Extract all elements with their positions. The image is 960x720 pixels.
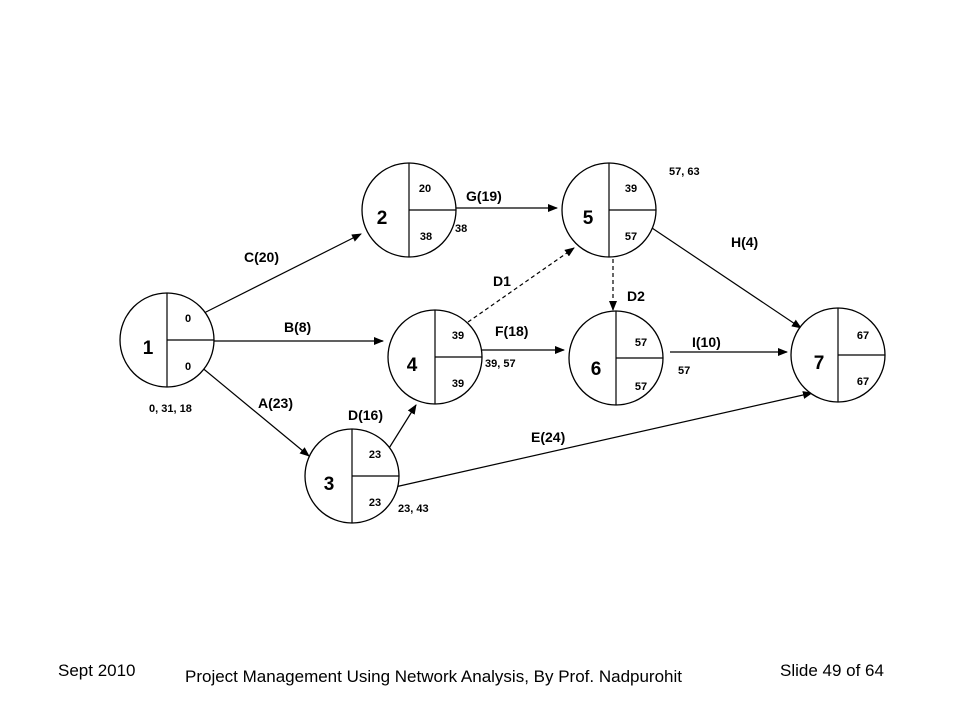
activity-label-b: B(8) bbox=[284, 319, 311, 335]
annotation-node-5-out: 57, 63 bbox=[669, 166, 700, 178]
activity-label-a: A(23) bbox=[258, 395, 293, 411]
node-4: 4 39 39 bbox=[387, 309, 483, 405]
annotation-node-4-out: 39, 57 bbox=[485, 358, 516, 370]
node-1: 1 0 0 bbox=[119, 292, 215, 388]
node-6-number: 6 bbox=[591, 359, 602, 380]
node-1-number: 1 bbox=[143, 338, 154, 359]
node-7-early: 67 bbox=[857, 330, 869, 342]
activity-label-f: F(18) bbox=[495, 323, 528, 339]
node-3-number: 3 bbox=[324, 474, 335, 495]
footer-title: Project Management Using Network Analysi… bbox=[185, 667, 683, 686]
node-5: 5 39 57 bbox=[561, 162, 657, 258]
node-2-early: 20 bbox=[419, 183, 431, 195]
annotation-node-1-floats: 0, 31, 18 bbox=[149, 403, 192, 415]
dummy-label-d1: D1 bbox=[493, 273, 511, 289]
node-6: 6 57 57 bbox=[568, 310, 664, 406]
activity-label-d: D(16) bbox=[348, 407, 383, 423]
node-3-early: 23 bbox=[369, 449, 381, 461]
node-6-late: 57 bbox=[635, 381, 647, 393]
node-6-early: 57 bbox=[635, 337, 647, 349]
node-7-late: 67 bbox=[857, 376, 869, 388]
annotation-node-3-out: 23, 43 bbox=[398, 503, 429, 515]
arrow-d bbox=[385, 404, 417, 454]
node-2-number: 2 bbox=[377, 208, 388, 229]
arrow-e bbox=[394, 391, 813, 488]
activity-label-h: H(4) bbox=[731, 234, 758, 250]
node-4-number: 4 bbox=[407, 355, 418, 376]
activity-label-g: G(19) bbox=[466, 188, 502, 204]
footer-slide-number: Slide 49 of 64 bbox=[780, 661, 884, 680]
node-7: 7 67 67 bbox=[790, 307, 886, 403]
node-4-late: 39 bbox=[452, 378, 464, 390]
dummy-label-d2: D2 bbox=[627, 288, 645, 304]
node-5-number: 5 bbox=[583, 208, 594, 229]
arrow-c bbox=[201, 233, 362, 315]
footer-date: Sept 2010 bbox=[58, 661, 136, 680]
activity-label-i: I(10) bbox=[692, 334, 721, 350]
node-2-late: 38 bbox=[420, 231, 432, 243]
node-1-early: 0 bbox=[185, 313, 191, 325]
node-3: 3 23 23 bbox=[304, 428, 400, 524]
node-7-number: 7 bbox=[814, 353, 825, 374]
activity-label-e: E(24) bbox=[531, 429, 565, 445]
arrow-a bbox=[199, 365, 310, 457]
node-1-late: 0 bbox=[185, 361, 191, 373]
node-3-late: 23 bbox=[369, 497, 381, 509]
dummy-arrow-d1 bbox=[467, 247, 575, 323]
activity-label-c: C(20) bbox=[244, 249, 279, 265]
node-2: 2 20 38 bbox=[361, 162, 457, 258]
node-4-early: 39 bbox=[452, 330, 464, 342]
annotation-node-6-out: 57 bbox=[678, 365, 690, 377]
node-5-early: 39 bbox=[625, 183, 637, 195]
node-5-late: 57 bbox=[625, 231, 637, 243]
arrow-h bbox=[651, 227, 802, 329]
annotation-node-2-out: 38 bbox=[455, 223, 467, 235]
